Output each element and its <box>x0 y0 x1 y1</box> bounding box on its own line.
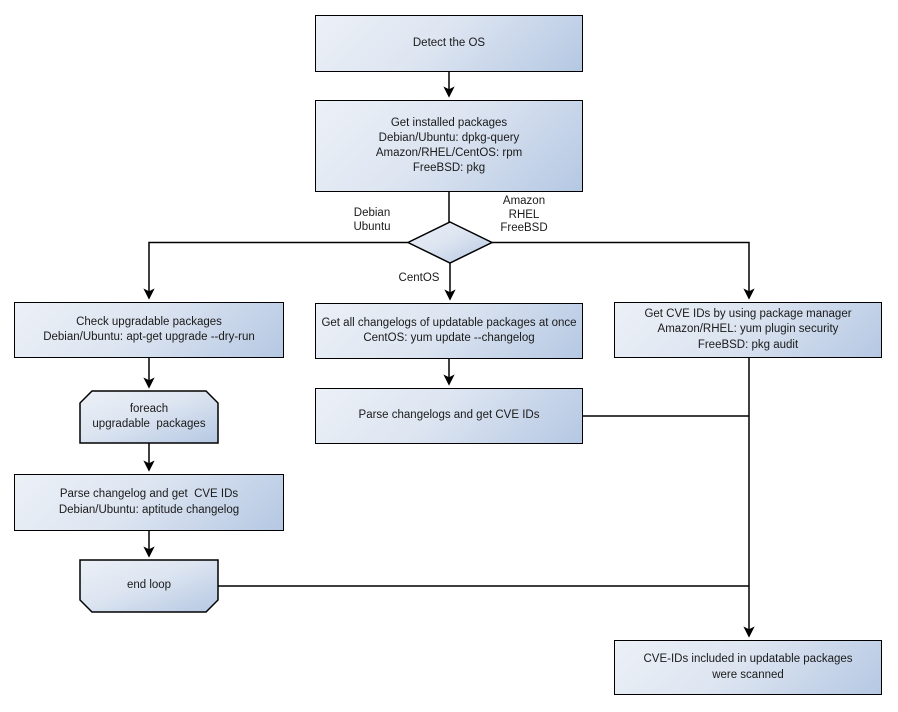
node-get-cve-ids-pkg-manager: Get CVE IDs by using package manager Ama… <box>614 302 882 358</box>
node-detect-os: Detect the OS <box>315 15 583 72</box>
foreach-loop-shape <box>79 390 219 444</box>
edge-decision-to-cve-ids <box>492 241 755 300</box>
edge-label-centos: CentOS <box>398 272 440 284</box>
node-check-upgradable-packages: Check upgradable packages Debian/Ubuntu:… <box>14 302 284 358</box>
node-get-installed-packages: Get installed packages Debian/Ubuntu: dp… <box>315 100 583 192</box>
edge-label-debian-ubuntu: Debian Ubuntu <box>353 207 391 233</box>
edge-label-amazon-rhel-freebsd: Amazon RHEL FreeBSD <box>500 195 548 235</box>
node-scanned-result: CVE-IDs included in updatable packages w… <box>614 640 882 695</box>
edge-decision-to-check-upgradable <box>143 241 408 300</box>
end-loop-shape <box>79 559 219 613</box>
node-get-all-changelogs: Get all changelogs of updatable packages… <box>315 303 583 359</box>
os-decision-diamond <box>406 221 494 264</box>
node-parse-changelog-debian: Parse changelog and get CVE IDs Debian/U… <box>14 474 284 531</box>
node-parse-changelogs-centos: Parse changelogs and get CVE IDs <box>315 388 583 444</box>
